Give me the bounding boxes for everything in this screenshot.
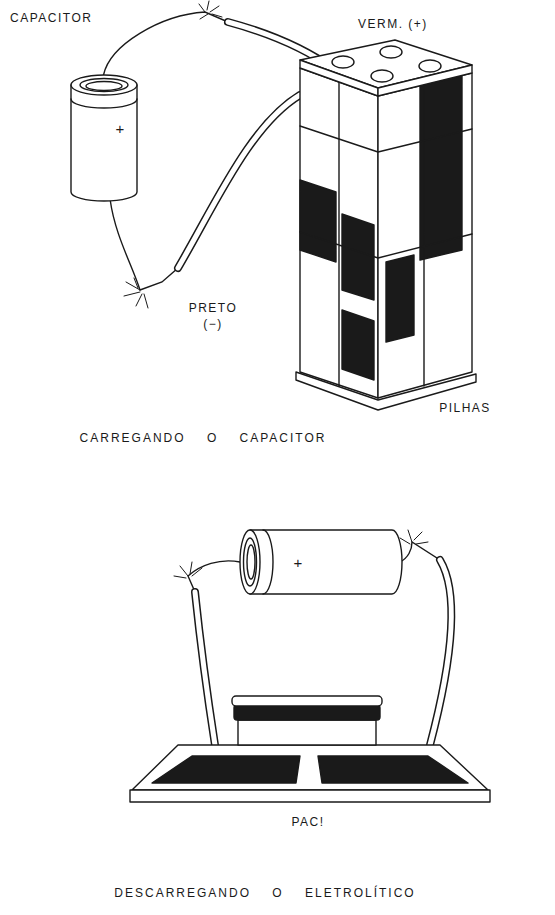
sound-text: PAC! xyxy=(291,814,324,830)
caption-label: DESCARREGANDO O ELETROLÍTICO xyxy=(114,885,415,901)
loudspeaker xyxy=(130,696,490,802)
wire xyxy=(110,96,300,290)
capacitor-drawing xyxy=(71,75,137,201)
wire-label: PRETO (−) xyxy=(187,300,239,332)
capacitor-body: + xyxy=(70,75,137,200)
battery-holder xyxy=(296,40,476,410)
battery-pack: PILHAS xyxy=(300,70,495,415)
loudspeaker-body: PAC! xyxy=(130,745,490,835)
wire xyxy=(400,542,451,745)
polarity-mark: + xyxy=(294,553,303,573)
capacitor-drawing xyxy=(240,530,402,594)
heading-label: CAPACITOR xyxy=(10,10,92,26)
part-name: PILHAS xyxy=(439,400,491,416)
wire-label: VERM. (+) xyxy=(358,16,428,32)
caption-label: CARREGANDO O CAPACITOR xyxy=(80,430,327,446)
wire xyxy=(188,561,240,745)
polarity-mark: + xyxy=(116,119,125,139)
wire-insulation xyxy=(195,560,451,745)
capacitor-body: + xyxy=(240,526,400,598)
